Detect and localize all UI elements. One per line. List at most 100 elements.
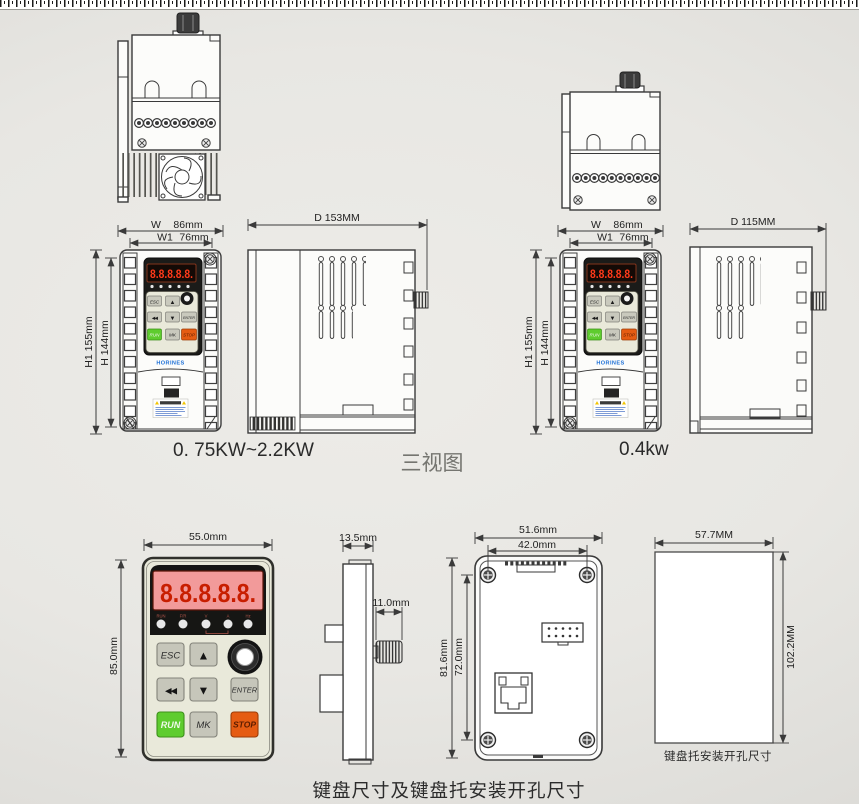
keypad-back-view (474, 555, 603, 761)
led-label-hz: Hz (245, 614, 250, 619)
dim-back-outer-width: 51.6mm (519, 524, 557, 536)
rj45-port (494, 672, 533, 714)
vent-slots (316, 305, 353, 351)
led-label-v: V (205, 614, 208, 619)
screw-icon (647, 195, 657, 205)
mounting-tab (319, 674, 344, 713)
screw-icon (578, 731, 596, 749)
svg-text:MK: MK (196, 720, 211, 731)
keypad-front-dims: 55.0mm 85.0mm (108, 531, 273, 758)
front-view-small-drive (560, 250, 661, 431)
knob-side-profile (413, 291, 429, 309)
dim-h-label: H 144mm (539, 320, 551, 366)
dim-depth-label: D 153MM (314, 212, 360, 224)
knob-side-profile (810, 291, 827, 311)
front-view-large-dims: W 86mm W1 76mm H1 155mm H 144mm (83, 219, 224, 435)
side-view-small-drive (689, 246, 827, 434)
screw-icon (573, 195, 583, 205)
svg-text:▼: ▼ (198, 684, 210, 698)
dim-w-value: 86mm (613, 219, 642, 231)
dim-cutout-height: 102.2MM (785, 625, 797, 669)
svg-text:RUN: RUN (161, 720, 181, 730)
led-indicator-row: RUN F/R V A Hz (156, 614, 253, 634)
top-view-large-drive (117, 12, 221, 203)
dim-w1-label: W1 (597, 232, 613, 244)
svg-text:ESC: ESC (161, 651, 181, 662)
screw-icon (201, 138, 211, 148)
svg-text:STOP: STOP (233, 720, 256, 730)
perforation-strip (0, 0, 859, 10)
terminal-row (134, 117, 216, 129)
heatsink-fins-left (120, 153, 158, 197)
keypad-button-rev: ◀◀ (156, 677, 185, 702)
dim-w-label: W (151, 219, 161, 231)
led-label-fr: F/R (180, 614, 187, 619)
dim-back-outer-height: 81.6mm (438, 639, 450, 677)
led-label-run: RUN (156, 614, 165, 619)
front-view-small-dims: W 86mm W1 76mm H1 155mm H 144mm (523, 219, 664, 435)
keypad-button-up: ▲ (189, 642, 218, 667)
dim-h-label: H 144mm (99, 320, 111, 366)
dim-keypad-height: 85.0mm (108, 637, 120, 675)
dim-h1-label: H1 155mm (83, 316, 95, 368)
led-fr (178, 619, 188, 629)
mounting-tab (324, 624, 344, 643)
keypad-button-down: ▼ (189, 677, 218, 702)
dim-back-hole-width: 42.0mm (518, 539, 556, 551)
cutout-caption: 键盘托安装开孔尺寸 (664, 749, 772, 763)
dim-h1-label: H1 155mm (523, 316, 535, 368)
vent-slots (715, 304, 748, 350)
svg-text:▲: ▲ (198, 649, 210, 663)
led-label-a: A (227, 614, 230, 619)
keypad-button-stop: STOP (230, 711, 259, 738)
side-view-large-drive (247, 249, 429, 434)
dim-keypad-width: 55.0mm (189, 531, 227, 543)
dim-knob-depth: 11.0mm (372, 597, 409, 609)
keypad-side-dims: 13.5mm 11.0mm (339, 532, 410, 640)
potentiometer-knob-top (619, 71, 641, 89)
side-view-small-dims: D 115MM (689, 216, 827, 292)
potentiometer-knob-top (176, 12, 200, 34)
dim-keypad-thickness: 13.5mm (339, 532, 377, 544)
cooling-fan (158, 153, 206, 201)
keypad-button-run: RUN (156, 711, 185, 738)
top-view-small-drive (561, 71, 661, 211)
model-range-label-left: 0. 75KW~2.2KW (173, 440, 314, 461)
led-v (201, 619, 211, 629)
vent-dashes (505, 561, 567, 566)
model-range-label-right: 0.4kw (619, 439, 669, 460)
svg-text:◀◀: ◀◀ (165, 686, 178, 696)
dim-w1-value: 76mm (619, 232, 648, 244)
keypad-button-esc: ESC (156, 642, 185, 667)
dim-cutout-width: 57.7MM (695, 529, 733, 541)
keypad-button-enter: ENTER (230, 677, 259, 702)
led-a (223, 619, 233, 629)
screw-icon (137, 138, 147, 148)
front-view-large-drive (120, 250, 221, 431)
dim-w1-value: 76mm (179, 232, 208, 244)
keypad-cutout-view: 57.7MM 102.2MM 键盘托安装开孔尺寸 (654, 529, 797, 763)
keypad-front-view: 8.8.8.8.8. RUN F/R V A Hz ESC ▲ (141, 556, 275, 762)
knob-side-profile (375, 640, 403, 664)
cutout-rectangle (654, 551, 774, 744)
three-view-title: 三视图 (401, 452, 464, 475)
heatsink-side-profile (249, 416, 296, 431)
led-hz (243, 619, 253, 629)
dim-w-value: 86mm (173, 219, 202, 231)
vent-slots (715, 255, 761, 313)
screw-icon (479, 731, 497, 749)
dim-depth-label: D 115MM (731, 216, 776, 228)
led-run (156, 619, 166, 629)
page-caption: 键盘尺寸及键盘托安装开孔尺寸 (312, 780, 585, 801)
keypad-button-mk: MK (189, 711, 218, 738)
side-view-large-dims: D 153MM (247, 212, 428, 290)
potentiometer-knob (227, 639, 263, 675)
dim-w1-label: W1 (157, 232, 173, 244)
dim-w-label: W (591, 219, 601, 231)
pin-header-connector (541, 622, 584, 646)
display-window (152, 570, 264, 611)
vent-slots (316, 256, 366, 314)
svg-text:ENTER: ENTER (232, 686, 258, 695)
